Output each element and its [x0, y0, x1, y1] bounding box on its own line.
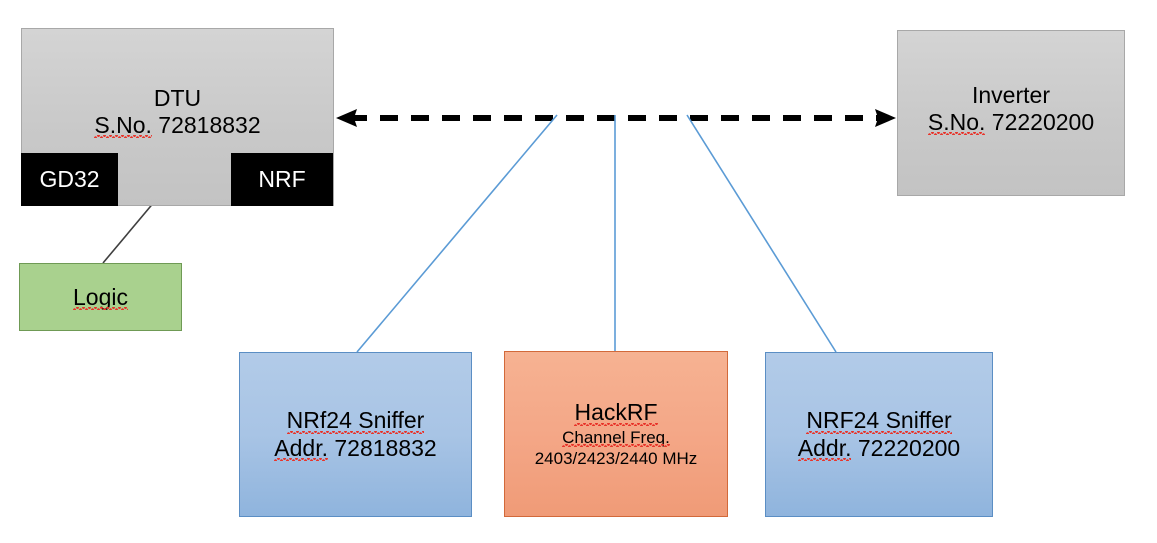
hackrf-title-text: HackRF	[574, 398, 658, 426]
rf-link-dtu-inverter	[336, 109, 896, 127]
node-gd32[interactable]: GD32	[21, 153, 118, 206]
dtu-serial-value: 72818832	[158, 112, 261, 139]
nrf-label: NRF	[258, 166, 306, 192]
inverter-text: Inverter S.No. 72220200	[927, 81, 1095, 136]
sniffer-right-addr-prefix: Addr.	[797, 434, 852, 461]
dtu-text: DTU S.No. 72818832	[94, 85, 261, 139]
sniffer-right-addr: Addr. 72220200	[797, 434, 961, 463]
node-sniffer-left[interactable]: NRf24 Sniffer Addr. 72818832	[239, 352, 472, 517]
sniffer-left-addr-value: 72818832	[334, 434, 437, 461]
logic-label: Logic	[73, 283, 128, 310]
sniffer-left-line1: NRf24 Sniffer	[286, 406, 425, 435]
inverter-serial-value: 72220200	[991, 109, 1095, 135]
tap-line-sniffer-left	[356, 114, 558, 353]
hackrf-line3: 2403/2423/2440 MHz	[534, 448, 698, 468]
sniffer-right-addr-value: 72220200	[857, 434, 961, 461]
inverter-serial: S.No. 72220200	[927, 109, 1095, 136]
inverter-serial-prefix: S.No.	[927, 109, 986, 136]
sniffer-right-line1: NRF24 Sniffer	[806, 406, 952, 435]
hackrf-line2-text: Channel Freq.	[562, 427, 670, 448]
sniffer-right-title: NRF24 Sniffer	[806, 406, 952, 434]
node-sniffer-right[interactable]: NRF24 Sniffer Addr. 72220200	[765, 352, 993, 517]
node-nrf[interactable]: NRF	[231, 153, 333, 206]
dtu-serial: S.No. 72818832	[94, 112, 261, 139]
sniffer-left-addr-prefix: Addr.	[274, 434, 328, 461]
tap-line-sniffer-right	[686, 114, 837, 353]
dtu-label: DTU	[153, 85, 202, 111]
hackrf-line2: Channel Freq.	[562, 427, 670, 448]
node-logic[interactable]: Logic	[19, 263, 182, 331]
node-inverter[interactable]: Inverter S.No. 72220200	[897, 30, 1125, 196]
dtu-serial-prefix: S.No.	[94, 112, 152, 139]
node-hackrf[interactable]: HackRF Channel Freq. 2403/2423/2440 MHz	[504, 351, 728, 517]
inverter-label: Inverter	[972, 81, 1050, 108]
sniffer-left-title: NRf24 Sniffer	[286, 406, 425, 434]
gd32-label: GD32	[39, 166, 100, 192]
sniffer-left-addr: Addr. 72818832	[274, 434, 437, 463]
hackrf-title: HackRF	[574, 398, 658, 427]
